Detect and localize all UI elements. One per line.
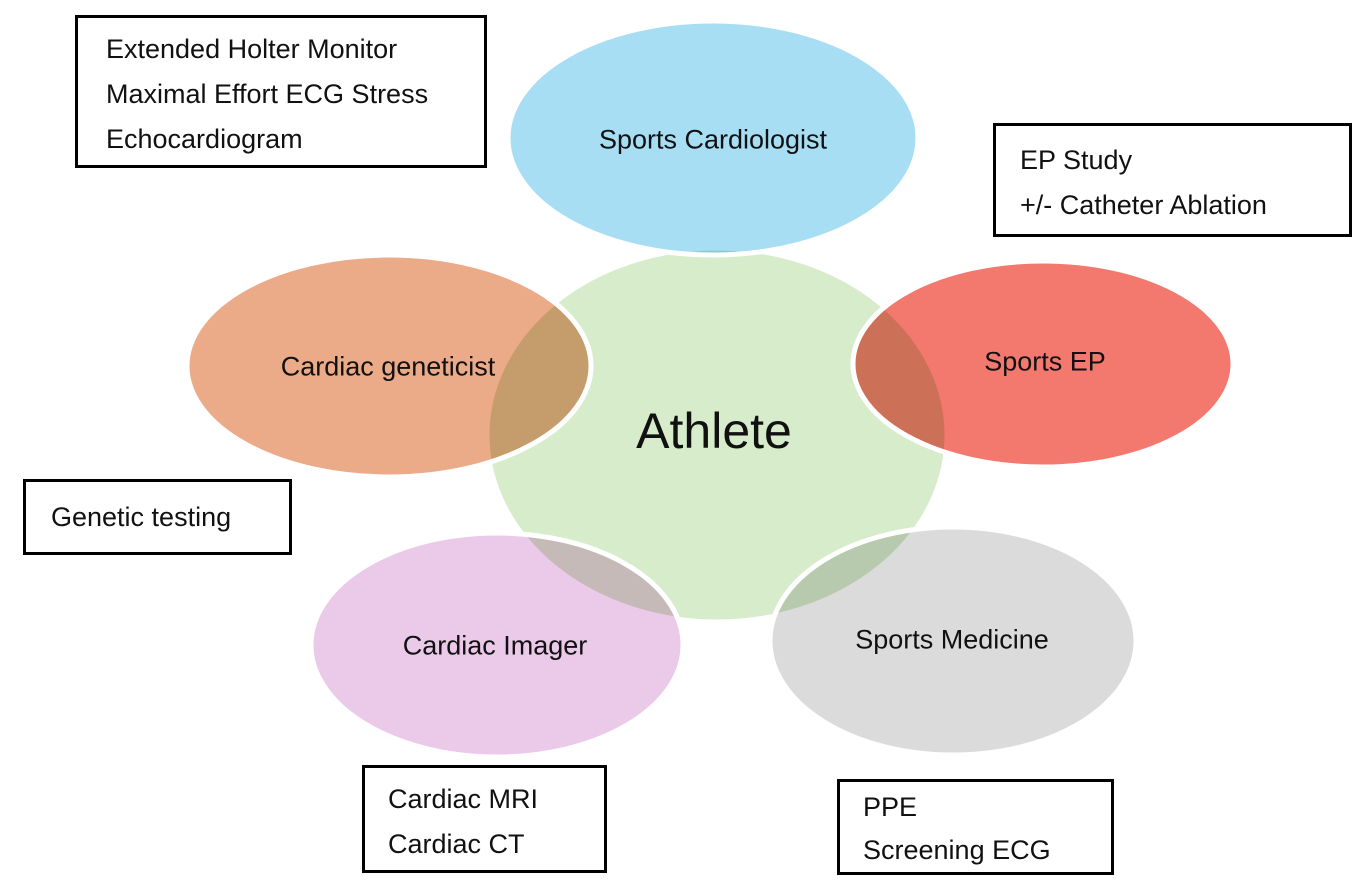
sports-medicine-ellipse (770, 527, 1136, 755)
callout-line: Cardiac CT (388, 829, 525, 859)
callout-line: PPE (863, 792, 918, 822)
callout-sports-cardiologist-tests: Extended Holter Monitor Maximal Effort E… (75, 15, 487, 168)
callout-line: Extended Holter Monitor (106, 34, 398, 64)
callout-sports-medicine-tests: PPE Screening ECG (837, 779, 1114, 875)
sports-ep-label: Sports EP (984, 346, 1106, 377)
callout-line: Echocardiogram (106, 124, 303, 154)
cardiac-geneticist-ellipse (187, 255, 591, 477)
callout-line: Genetic testing (51, 502, 232, 532)
callout-sports-ep-tests: EP Study +/- Catheter Ablation (993, 123, 1352, 237)
sports-cardiologist-label: Sports Cardiologist (598, 124, 828, 155)
cardiac-geneticist-ellipse-outline (184, 252, 594, 480)
cardiac-imager-ellipse-outline (308, 530, 686, 760)
sports-medicine-label: Sports Medicine (855, 624, 1049, 655)
sports-cardiologist-ellipse (508, 21, 918, 255)
callout-line: Maximal Effort ECG Stress (106, 79, 429, 109)
athlete-label: Athlete (636, 403, 792, 459)
callout-line: Screening ECG (863, 835, 1051, 865)
sports-ep-ellipse-outline (850, 258, 1236, 470)
callout-cardiac-imager-tests: Cardiac MRI Cardiac CT (362, 765, 607, 873)
sports-ep-ellipse (853, 261, 1233, 467)
cardiac-imager-label: Cardiac Imager (402, 630, 588, 661)
callout-cardiac-geneticist-tests: Genetic testing (23, 479, 292, 555)
callout-line: +/- Catheter Ablation (1020, 190, 1267, 220)
cardiac-imager-ellipse (311, 533, 683, 757)
callout-line: EP Study (1020, 145, 1133, 175)
cardiac-geneticist-label: Cardiac geneticist (280, 351, 496, 382)
sports-cardiologist-ellipse-outline (505, 18, 921, 258)
callout-line: Cardiac MRI (388, 784, 539, 814)
sports-medicine-ellipse-outline (767, 524, 1139, 758)
